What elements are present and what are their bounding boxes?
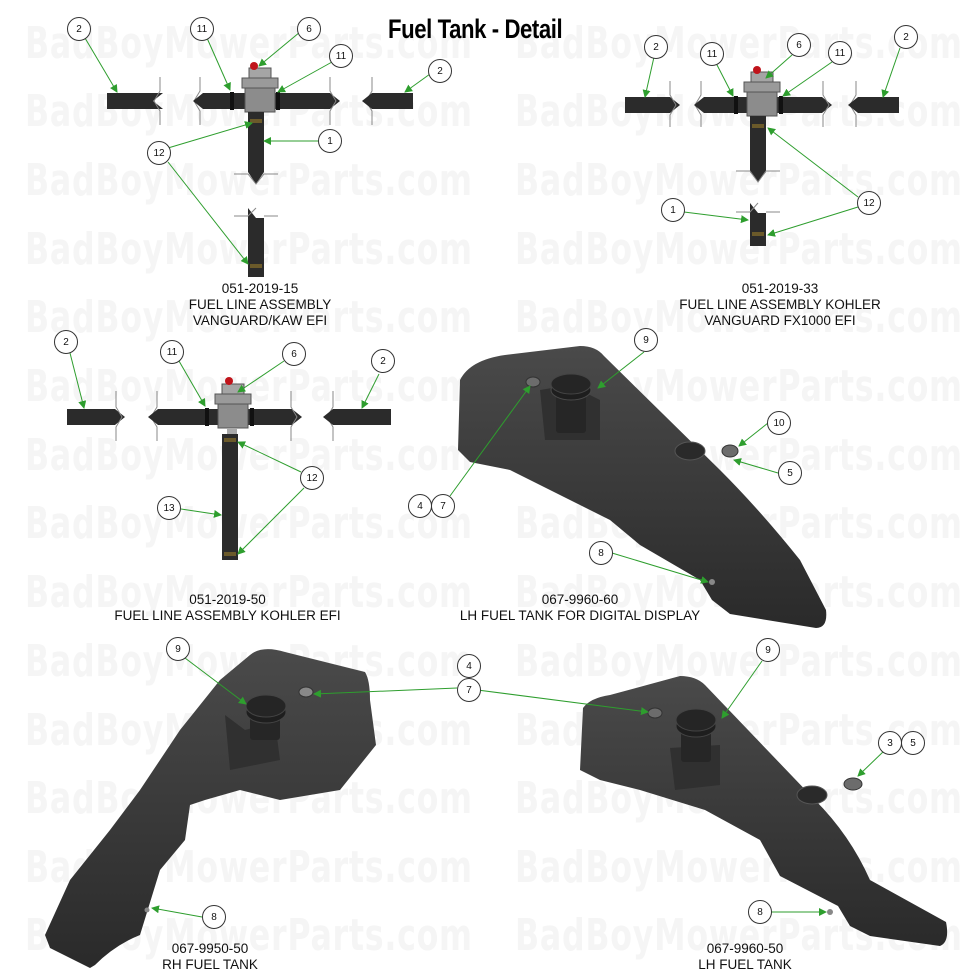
callout-11[interactable]: 11 bbox=[329, 44, 353, 68]
callout-6[interactable]: 6 bbox=[282, 342, 306, 366]
caption-051-2019-15: 051-2019-15 FUEL LINE ASSEMBLY VANGUARD/… bbox=[140, 281, 380, 329]
part-number: 067-9950-50 bbox=[171, 941, 249, 956]
fuel-tank-067-9960-50 bbox=[461, 660, 948, 946]
fuel-tank-067-9950-50 bbox=[45, 649, 458, 968]
callout-11[interactable]: 11 bbox=[190, 17, 214, 41]
callout-12[interactable]: 12 bbox=[857, 191, 881, 215]
part-description: FUEL LINE ASSEMBLY bbox=[188, 297, 332, 312]
fuel-tank-067-9960-60 bbox=[449, 346, 827, 628]
part-number: 067-9960-50 bbox=[706, 941, 784, 956]
callout-3[interactable]: 3 bbox=[878, 731, 902, 755]
callout-1[interactable]: 1 bbox=[318, 129, 342, 153]
part-number: 051-2019-15 bbox=[221, 281, 299, 296]
callout-11[interactable]: 11 bbox=[828, 41, 852, 65]
callout-2[interactable]: 2 bbox=[371, 349, 395, 373]
callout-13[interactable]: 13 bbox=[157, 496, 181, 520]
callout-4[interactable]: 4 bbox=[408, 494, 432, 518]
callout-9[interactable]: 9 bbox=[756, 638, 780, 662]
callout-10[interactable]: 10 bbox=[767, 411, 791, 435]
callout-2[interactable]: 2 bbox=[54, 330, 78, 354]
part-description: LH FUEL TANK bbox=[698, 957, 792, 972]
part-description: RH FUEL TANK bbox=[162, 957, 258, 972]
part-number: 067-9960-60 bbox=[541, 592, 619, 607]
callout-8[interactable]: 8 bbox=[202, 905, 226, 929]
fuel-line-assembly-051-2019-50 bbox=[67, 352, 391, 560]
part-description: VANGUARD FX1000 EFI bbox=[704, 313, 856, 328]
callout-2[interactable]: 2 bbox=[428, 59, 452, 83]
fuel-line-assembly-051-2019-33 bbox=[625, 47, 901, 246]
callout-8[interactable]: 8 bbox=[589, 541, 613, 565]
callout-4[interactable]: 4 bbox=[457, 654, 481, 678]
callout-5[interactable]: 5 bbox=[901, 731, 925, 755]
part-number: 051-2019-50 bbox=[189, 592, 266, 607]
callout-5[interactable]: 5 bbox=[778, 461, 802, 485]
callout-12[interactable]: 12 bbox=[300, 466, 324, 490]
callout-2[interactable]: 2 bbox=[894, 25, 918, 49]
caption-067-9960-50: 067-9960-50 LH FUEL TANK bbox=[665, 941, 825, 973]
caption-051-2019-50: 051-2019-50 FUEL LINE ASSEMBLY KOHLER EF… bbox=[100, 592, 355, 624]
part-number: 051-2019-33 bbox=[741, 281, 819, 296]
callout-6[interactable]: 6 bbox=[787, 33, 811, 57]
caption-051-2019-33: 051-2019-33 FUEL LINE ASSEMBLY KOHLER VA… bbox=[650, 281, 910, 329]
callout-9[interactable]: 9 bbox=[634, 328, 658, 352]
callout-7[interactable]: 7 bbox=[431, 494, 455, 518]
callout-8[interactable]: 8 bbox=[748, 900, 772, 924]
part-description: FUEL LINE ASSEMBLY KOHLER bbox=[679, 297, 881, 312]
caption-067-9960-60: 067-9960-60 LH FUEL TANK FOR DIGITAL DIS… bbox=[455, 592, 705, 624]
page-title: Fuel Tank - Detail bbox=[388, 14, 563, 44]
callout-1[interactable]: 1 bbox=[661, 198, 685, 222]
callout-2[interactable]: 2 bbox=[67, 17, 91, 41]
callout-6[interactable]: 6 bbox=[297, 17, 321, 41]
part-description: VANGUARD/KAW EFI bbox=[192, 313, 328, 328]
caption-067-9950-50: 067-9950-50 RH FUEL TANK bbox=[130, 941, 290, 973]
fuel-line-assembly-051-2019-15 bbox=[84, 31, 431, 277]
callout-7[interactable]: 7 bbox=[457, 678, 481, 702]
callout-9[interactable]: 9 bbox=[166, 637, 190, 661]
callout-11[interactable]: 11 bbox=[160, 340, 184, 364]
part-description: LH FUEL TANK FOR DIGITAL DISPLAY bbox=[459, 608, 701, 623]
callout-2[interactable]: 2 bbox=[644, 35, 668, 59]
callout-11[interactable]: 11 bbox=[700, 42, 724, 66]
part-description: FUEL LINE ASSEMBLY KOHLER EFI bbox=[114, 608, 341, 623]
callout-12[interactable]: 12 bbox=[147, 141, 171, 165]
